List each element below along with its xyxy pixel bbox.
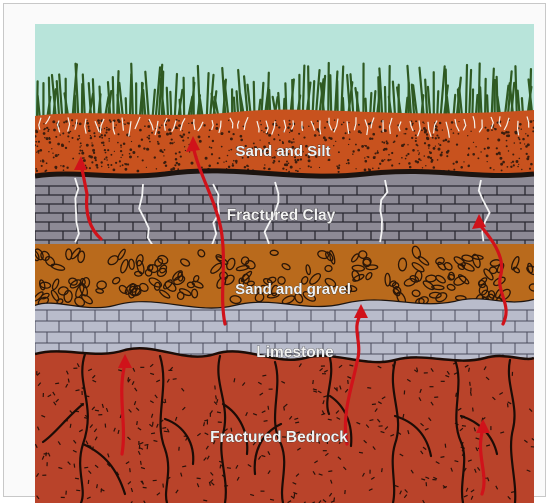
label-sand-gravel: Sand and gravel [235,281,351,298]
label-limestone: Limestone [256,344,334,361]
label-bedrock: Fractured Bedrock [210,429,348,446]
soil-layers-diagram: Sand and Silt Fractured Clay Sand and gr… [35,24,534,503]
label-clay: Fractured Clay [227,207,336,224]
layer-bedrock [35,348,534,503]
label-sand-silt: Sand and Silt [235,143,330,160]
figure-frame: Sand and Silt Fractured Clay Sand and gr… [3,3,546,497]
